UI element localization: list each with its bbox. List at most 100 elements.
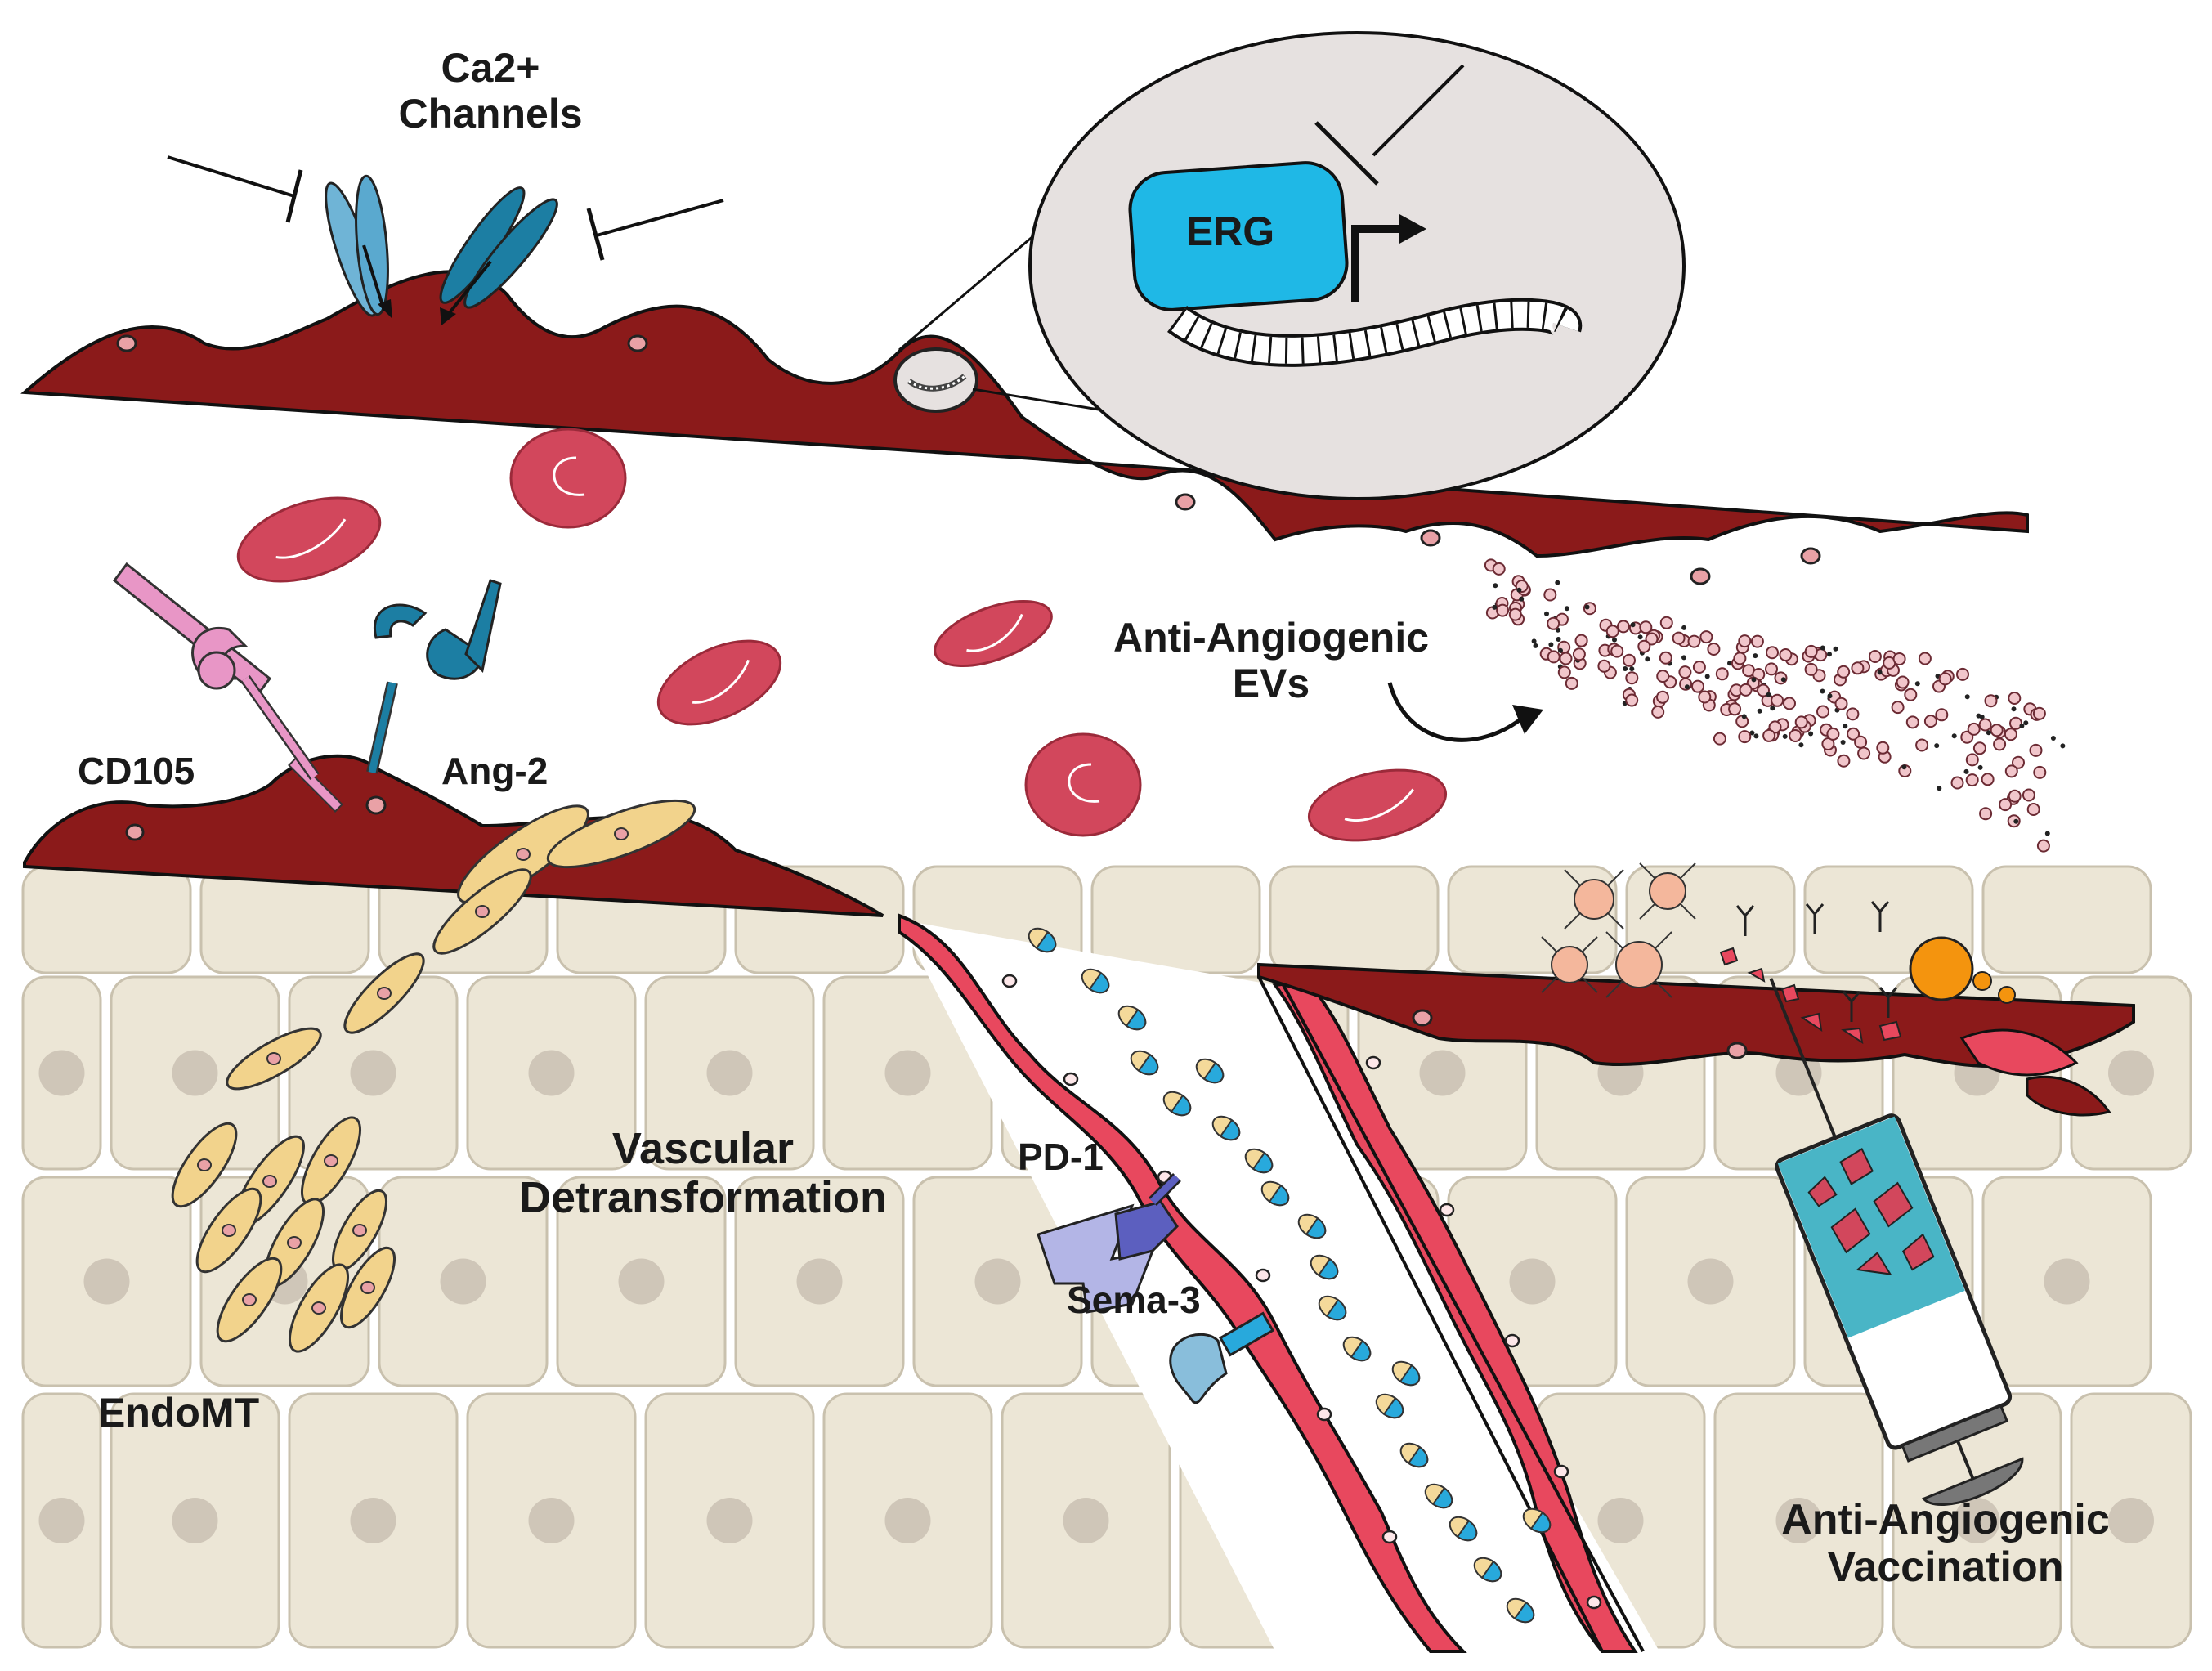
tissue-nucleus [1775, 1498, 1822, 1543]
lymphocyte-tip [1399, 1364, 1421, 1387]
antigen-presenting-cell [1574, 879, 1614, 920]
pd1-sema3-receptors [1037, 1173, 1275, 1404]
extracellular-vesicle [1707, 643, 1721, 656]
extracellular-vesicle [2019, 723, 2025, 728]
mesenchymal-nucleus [311, 1301, 326, 1315]
lymphocyte [1399, 1442, 1429, 1468]
extracellular-vesicle [1630, 622, 1636, 628]
extracellular-vesicle [1804, 662, 1818, 676]
lymphocyte [1195, 1058, 1225, 1084]
extracellular-vesicle [1808, 731, 1814, 737]
extracellular-vesicle [1766, 692, 1771, 697]
lymphocyte-tip [1268, 1184, 1290, 1207]
tissue-cell [1981, 865, 2152, 974]
antigen-presenting-cell [1615, 941, 1663, 988]
extracellular-vesicle [1750, 634, 1764, 648]
extracellular-vesicle [1738, 634, 1752, 648]
mesenchymal-nucleus [242, 1293, 257, 1306]
extracellular-vesicle [1531, 638, 1537, 644]
extracellular-vesicle [1876, 741, 1890, 755]
red-blood-cell-highlight [553, 456, 585, 496]
extracellular-vesicle [1847, 727, 1860, 741]
lymphocyte [1297, 1213, 1327, 1239]
extracellular-vesicle [1768, 720, 1782, 734]
mesenchymal-nucleus [377, 987, 392, 1000]
lymphocyte-tip [1219, 1118, 1241, 1141]
extracellular-vesicle [1757, 683, 1770, 697]
extracellular-vesicle [1771, 693, 1784, 707]
lymphocyte-tip [1088, 971, 1110, 994]
antigen-presenting-cell-process [1639, 862, 1656, 880]
extracellular-vesicle [1645, 632, 1659, 646]
extracellular-vesicle [1843, 724, 1848, 729]
antigen-presenting-cell-process [1564, 912, 1581, 930]
anti-angiogenic-vaccination-label: Anti-Angiogenic Vaccination [1781, 1496, 2110, 1592]
extracellular-vesicle [1623, 666, 1628, 671]
tissue-nucleus [350, 1050, 396, 1096]
extracellular-vesicle [1681, 625, 1687, 630]
extracellular-vesicle [1765, 662, 1778, 676]
extracellular-vesicles [1484, 558, 2066, 853]
extracellular-vesicle [1976, 713, 1981, 719]
antibody [1735, 905, 1755, 936]
extracellular-vesicle [1979, 807, 1993, 821]
extracellular-vesicle [2050, 736, 2056, 741]
extracellular-vesicle [1999, 798, 2013, 812]
extracellular-vesicle [1857, 746, 1871, 760]
red-blood-cell [1024, 732, 1142, 837]
extracellular-vesicle [1691, 679, 1704, 693]
extracellular-vesicle [1692, 661, 1706, 674]
extracellular-vesicle [1794, 715, 1808, 729]
red-blood-cell [236, 496, 382, 583]
extracellular-vesicle [2013, 818, 2019, 824]
lymphocyte [1522, 1507, 1552, 1534]
extracellular-vesicle [1727, 661, 1732, 666]
lymphocyte-tip [1317, 1257, 1339, 1280]
extracellular-vesicle [1753, 733, 1759, 739]
extracellular-vesicle [1516, 587, 1522, 593]
extracellular-vesicle [1715, 667, 1729, 681]
extracellular-vesicle [1597, 659, 1611, 673]
extracellular-vesicle [2009, 716, 2022, 730]
antibody [1870, 901, 1890, 932]
ang2-receptor [366, 579, 502, 774]
lymphocytes [1028, 927, 1552, 1624]
lymphocyte [1211, 1115, 1241, 1141]
extracellular-vesicle [1678, 665, 1692, 679]
tissue-nucleus [706, 1498, 753, 1543]
extracellular-vesicle [1846, 707, 1860, 721]
red-blood-cell-highlight [966, 613, 1023, 652]
extracellular-vesicle [1637, 634, 1643, 640]
extracellular-vesicle [1496, 603, 1510, 617]
extracellular-vesicle [1804, 644, 1818, 658]
mesenchymal-nucleus [197, 1158, 212, 1171]
extracellular-vesicle [1639, 620, 1653, 634]
extracellular-vesicle [1616, 620, 1630, 634]
extracellular-vesicle [1728, 702, 1742, 716]
tissue-cell [1269, 865, 1440, 974]
extracellular-vesicle [1816, 705, 1829, 719]
extracellular-vesicle [2011, 706, 2017, 712]
extracellular-vesicle [1672, 631, 1686, 645]
extracellular-vesicle [1981, 773, 1995, 786]
tissue-nucleus [528, 1498, 575, 1543]
extracellular-vesicle [1840, 740, 1846, 745]
extracellular-vesicle [1951, 733, 1957, 739]
lymphocyte-tip [1382, 1396, 1404, 1419]
extracellular-vesicle [1827, 652, 1832, 657]
tissue-nucleus [1509, 1258, 1556, 1305]
lymphocyte [1260, 1180, 1290, 1207]
extracellular-vesicle [1547, 650, 1560, 664]
extracellular-vesicle [1977, 764, 1983, 770]
extracellular-vesicle [2008, 692, 2022, 705]
extracellular-vesicle [1713, 732, 1726, 746]
antigen-presenting-cell-process [1564, 869, 1581, 886]
extracellular-vesicle [2026, 803, 2040, 816]
extracellular-vesicle [1935, 708, 1949, 722]
tissue-nucleus [2108, 1050, 2154, 1096]
tissue-nucleus [350, 1498, 396, 1543]
extracellular-vesicle [1789, 729, 1802, 742]
extracellular-vesicle [1492, 562, 1506, 576]
red-blood-cell-highlight [275, 518, 347, 559]
extracellular-vesicle [1762, 728, 1776, 742]
